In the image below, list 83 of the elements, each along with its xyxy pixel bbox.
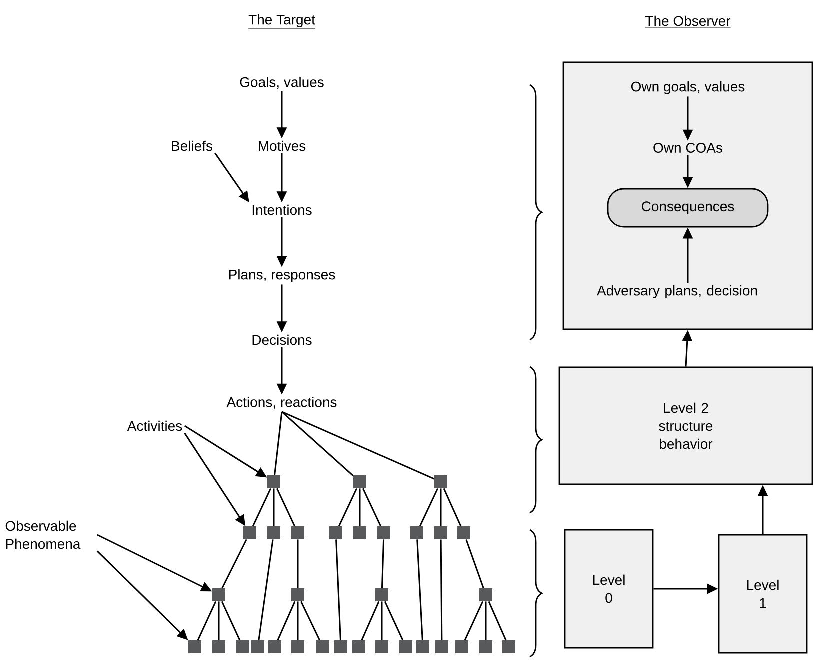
- tree-node-square: [456, 640, 468, 654]
- tree-line: [381, 540, 385, 588]
- tree-node-square: [292, 588, 304, 602]
- tree-line: [381, 602, 383, 640]
- tree-line: [197, 601, 217, 641]
- tree-line: [297, 602, 299, 640]
- text-label: Goals, values: [240, 77, 324, 89]
- text-label: Own COAs: [654, 143, 722, 153]
- tree-line: [252, 488, 272, 527]
- observer-box: [562, 62, 814, 330]
- tree-node-square: [292, 526, 304, 540]
- tree-line: [440, 540, 443, 640]
- tree-line: [416, 540, 424, 640]
- tree-node-square: [354, 526, 366, 540]
- tree-line: [336, 540, 342, 640]
- tree-node-square: [212, 640, 226, 654]
- tree-node-square: [376, 640, 388, 654]
- tree-node-square: [252, 640, 264, 654]
- level-box: Level 0: [564, 529, 654, 649]
- tree-line: [466, 539, 484, 589]
- tree-node-square: [434, 476, 448, 488]
- tree-line: [276, 488, 296, 527]
- text-label: Actions, reactions: [226, 397, 337, 409]
- tree-node-square: [378, 526, 390, 540]
- tree-node-square: [376, 588, 388, 602]
- tree-node-square: [292, 640, 304, 654]
- tree-line: [359, 488, 361, 526]
- tree-node-square: [502, 640, 516, 654]
- text-label: Own goals, values: [631, 81, 745, 95]
- tree-node-square: [188, 640, 202, 654]
- tree-line: [419, 488, 439, 527]
- text-label: Decisions: [252, 334, 312, 346]
- tree-line: [221, 601, 241, 641]
- text-label: Motives: [259, 140, 306, 152]
- tree-node-square: [212, 588, 226, 602]
- text-label: Beliefs: [172, 140, 212, 152]
- tree-node-square: [354, 476, 366, 488]
- tree-node-square: [352, 640, 366, 654]
- text-label: Activities: [127, 420, 182, 432]
- column-heading: The Target: [248, 14, 316, 30]
- tree-line: [300, 601, 320, 641]
- tree-node-square: [236, 640, 250, 654]
- text-label: Plans, responses: [229, 269, 336, 283]
- text-label: Observable Phenomena: [6, 520, 81, 550]
- tree-line: [282, 411, 354, 477]
- tree-node-square: [334, 640, 348, 654]
- tree-line: [488, 601, 507, 641]
- tree-line: [338, 488, 358, 527]
- text-label: Intentions: [252, 204, 312, 216]
- tree-node-square: [268, 640, 282, 654]
- tree-line: [440, 488, 442, 526]
- tree-line: [362, 488, 382, 527]
- text-label: Adversary plans, decision: [597, 285, 758, 299]
- tree-node-square: [458, 526, 470, 540]
- tree-node-square: [436, 640, 448, 654]
- tree-node-square: [480, 640, 492, 654]
- level-box: Level 2 structure behavior: [558, 366, 814, 486]
- tree-node-square: [316, 640, 330, 654]
- consequences-pill: Consequences: [607, 188, 769, 228]
- tree-line: [384, 601, 404, 641]
- tree-line: [218, 602, 220, 640]
- tree-node-square: [244, 526, 256, 540]
- tree-line: [443, 488, 462, 527]
- tree-line: [258, 540, 274, 640]
- tree-node-square: [480, 588, 492, 602]
- tree-line: [277, 601, 296, 641]
- tree-node-square: [416, 640, 430, 654]
- tree-node-square: [434, 526, 448, 540]
- tree-line: [222, 539, 248, 589]
- tree-line: [273, 488, 275, 526]
- tree-line: [485, 602, 487, 640]
- tree-node-square: [268, 526, 280, 540]
- tree-node-square: [330, 526, 342, 540]
- tree-node-square: [268, 476, 280, 488]
- tree-line: [464, 601, 484, 641]
- column-heading: The Observer: [645, 16, 731, 28]
- level-box: Level 1: [718, 534, 808, 654]
- tree-line: [274, 412, 283, 476]
- tree-line: [297, 540, 299, 588]
- tree-line: [361, 601, 380, 641]
- tree-node-square: [410, 526, 424, 540]
- tree-line: [282, 411, 435, 480]
- tree-node-square: [400, 640, 412, 654]
